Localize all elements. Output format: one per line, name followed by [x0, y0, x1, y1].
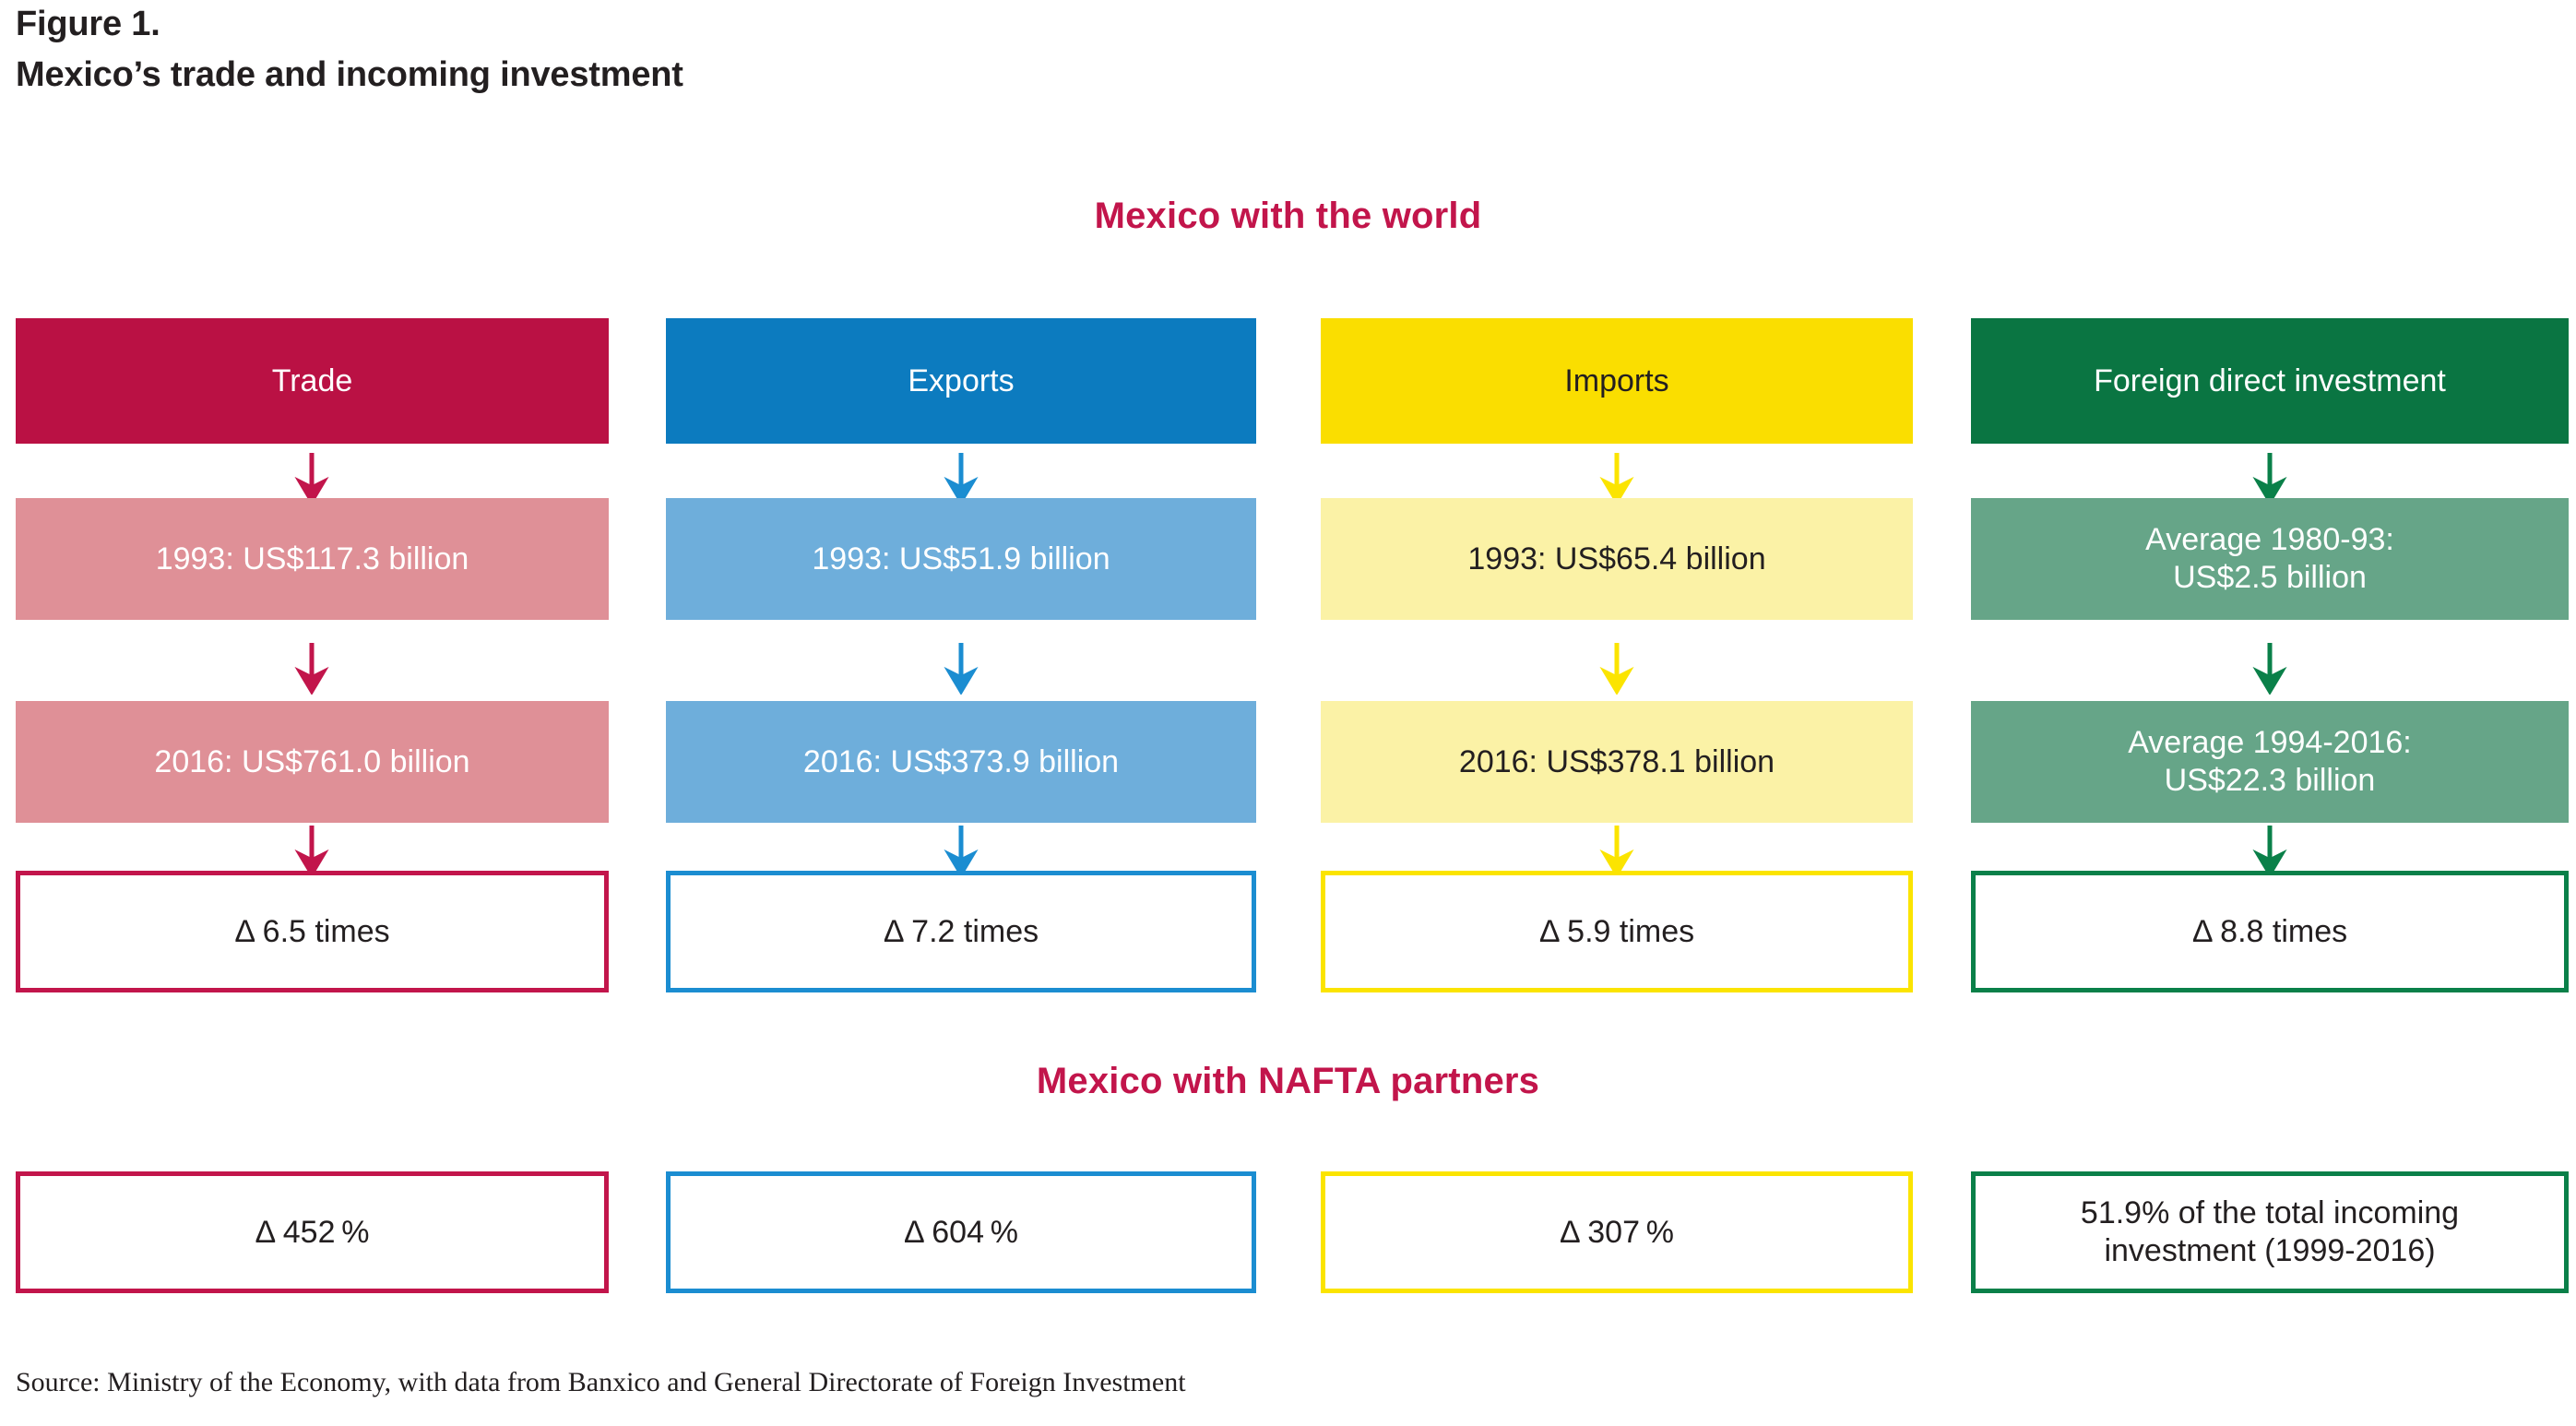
change-value: Δ 452 %: [255, 1214, 370, 1250]
change-box-nafta-trade: Δ 452 %: [16, 1171, 609, 1293]
value-line-1: 2016: US$378.1 billion: [1458, 743, 1775, 779]
value-box-baseline-exports: 1993: US$51.9 billion: [666, 498, 1256, 620]
change-value: Δ 7.2 times: [883, 913, 1039, 949]
value-box-latest-imports: 2016: US$378.1 billion: [1321, 701, 1913, 823]
value-box-latest-exports: 2016: US$373.9 billion: [666, 701, 1256, 823]
arrow-down-icon: [943, 451, 979, 505]
change-box-nafta-imports: Δ 307 %: [1321, 1171, 1913, 1293]
column-header-imports: Imports: [1321, 318, 1913, 444]
change-value: Δ 5.9 times: [1538, 913, 1695, 949]
column-header-exports: Exports: [666, 318, 1256, 444]
arrow-down-icon: [1598, 451, 1635, 505]
arrow-down-icon: [293, 641, 330, 695]
section-heading-world: Mexico with the world: [1094, 196, 1482, 236]
arrow-down-icon: [1598, 824, 1635, 877]
change-value: Δ 307 %: [1559, 1214, 1675, 1250]
value-box-latest-fdi: Average 1994-2016: US$22.3 billion: [1971, 701, 2569, 823]
change-line-1: 51.9% of the total incoming: [2080, 1195, 2460, 1231]
value-box-baseline-trade: 1993: US$117.3 billion: [16, 498, 609, 620]
arrow-down-icon: [293, 451, 330, 505]
value-box-baseline-imports: 1993: US$65.4 billion: [1321, 498, 1913, 620]
value-line-1: Average 1980-93:: [2145, 522, 2394, 558]
change-box-nafta-exports: Δ 604 %: [666, 1171, 1256, 1293]
column-header-fdi: Foreign direct investment: [1971, 318, 2569, 444]
value-box-baseline-fdi: Average 1980-93: US$2.5 billion: [1971, 498, 2569, 620]
change-box-world-exports: Δ 7.2 times: [666, 871, 1256, 992]
value-line-1: Average 1994-2016:: [2128, 725, 2412, 761]
change-box-world-imports: Δ 5.9 times: [1321, 871, 1913, 992]
value-box-latest-trade: 2016: US$761.0 billion: [16, 701, 609, 823]
value-line-1: 2016: US$373.9 billion: [802, 743, 1120, 779]
change-box-world-trade: Δ 6.5 times: [16, 871, 609, 992]
value-line-1: 1993: US$117.3 billion: [155, 541, 469, 576]
change-value: Δ 604 %: [903, 1214, 1019, 1250]
arrow-down-icon: [2251, 451, 2288, 505]
value-line-1: 2016: US$761.0 billion: [154, 743, 470, 779]
arrow-down-icon: [293, 824, 330, 877]
change-box-nafta-fdi: 51.9% of the total incoming investment (…: [1971, 1171, 2569, 1293]
value-line-1: 1993: US$65.4 billion: [1467, 541, 1766, 576]
section-heading-nafta: Mexico with NAFTA partners: [1036, 1061, 1540, 1101]
arrow-down-icon: [2251, 641, 2288, 695]
change-line-2: investment (1999-2016): [2104, 1233, 2436, 1268]
change-value: Δ 8.8 times: [2191, 913, 2348, 949]
arrow-down-icon: [1598, 641, 1635, 695]
column-header-trade: Trade: [16, 318, 609, 444]
value-line-1: 1993: US$51.9 billion: [812, 541, 1110, 576]
value-line-2: US$2.5 billion: [2173, 560, 2367, 595]
change-value: Δ 6.5 times: [234, 913, 390, 949]
source-note: Source: Ministry of the Economy, with da…: [16, 1367, 1186, 1397]
arrow-down-icon: [2251, 824, 2288, 877]
arrow-down-icon: [943, 824, 979, 877]
figure-title: Mexico’s trade and incoming investment: [16, 55, 683, 94]
arrow-down-icon: [943, 641, 979, 695]
figure-label: Figure 1.: [16, 5, 160, 43]
change-box-world-fdi: Δ 8.8 times: [1971, 871, 2569, 992]
value-line-2: US$22.3 billion: [2164, 763, 2376, 798]
